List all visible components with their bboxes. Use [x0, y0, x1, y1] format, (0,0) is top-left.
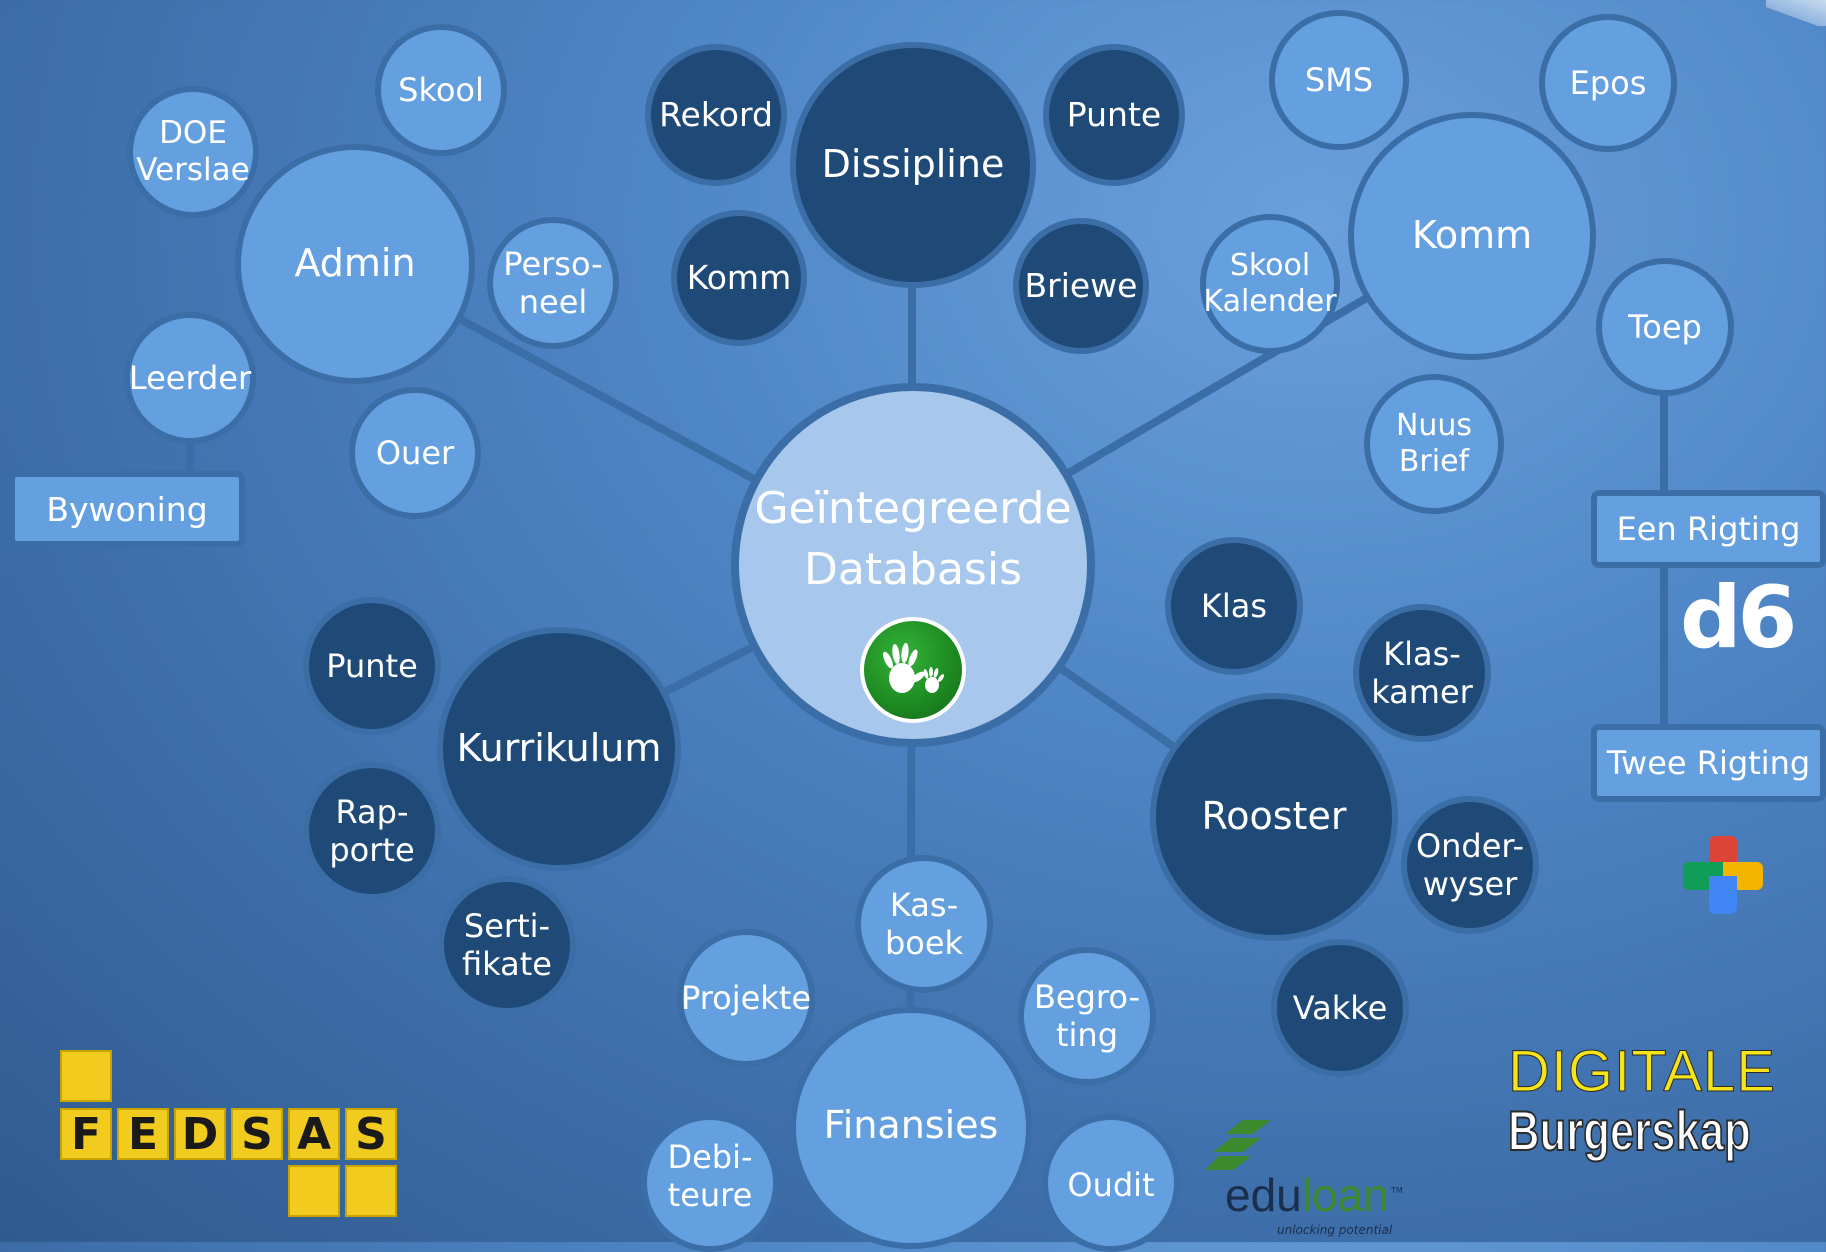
admin-hub[interactable]: Admin — [235, 144, 475, 384]
admin-leerder[interactable]: Leerder — [124, 312, 256, 444]
rooster-hub[interactable]: Rooster — [1150, 693, 1398, 941]
fedsas-letter: S — [345, 1108, 397, 1160]
page-curl-corner — [1766, 0, 1826, 26]
fedsas-logo: F E D S A S — [60, 1050, 405, 1220]
kurrikulum-hub[interactable]: Kurrikulum — [437, 627, 681, 871]
rooster-klaskamer[interactable]: Klas- kamer — [1353, 604, 1491, 742]
fedsas-letter: E — [117, 1108, 169, 1160]
fedsas-letter: A — [288, 1108, 340, 1160]
eduloan-tagline: unlocking potential — [1277, 1223, 1393, 1237]
kurrikulum-rapporte[interactable]: Rap- porte — [303, 762, 441, 900]
eduloan-tm: TM — [1391, 1186, 1403, 1195]
dissipline-komm[interactable]: Komm — [671, 210, 807, 346]
rooster-klas[interactable]: Klas — [1165, 537, 1303, 675]
eduloan-mark-icon — [1205, 1120, 1271, 1170]
komm-skool-kalender[interactable]: Skool Kalender — [1200, 214, 1340, 354]
finansies-debiteure[interactable]: Debi- teure — [641, 1114, 779, 1252]
central-database-node[interactable]: Geïntegreerde Databasis — [731, 383, 1095, 747]
komm-hub[interactable]: Komm — [1348, 112, 1596, 360]
finansies-kasboek[interactable]: Kas- boek — [855, 855, 993, 993]
eduloan-loan: loan — [1301, 1169, 1389, 1221]
rooster-vakke[interactable]: Vakke — [1271, 939, 1409, 1077]
fedsas-square — [60, 1050, 112, 1102]
twee-rigting-box[interactable]: Twee Rigting — [1591, 724, 1826, 802]
fedsas-letter: F — [60, 1108, 112, 1160]
fedsas-square — [288, 1165, 340, 1217]
admin-personeel[interactable]: Perso- neel — [487, 217, 619, 349]
komm-toep[interactable]: Toep — [1596, 258, 1734, 396]
rooster-onderwyser[interactable]: Onder- wyser — [1401, 796, 1539, 934]
een-rigting-box[interactable]: Een Rigting — [1591, 490, 1826, 568]
digitale-logo-line1: DIGITALE — [1508, 1039, 1776, 1105]
bywoning-box[interactable]: Bywoning — [9, 471, 245, 547]
eduloan-logo: eduloan TM unlocking potential — [1205, 1120, 1405, 1242]
finansies-projekte[interactable]: Projekte — [677, 929, 815, 1067]
fedsas-letter: D — [174, 1108, 226, 1160]
komm-nuus-brief[interactable]: Nuus Brief — [1364, 374, 1504, 514]
finansies-begroting[interactable]: Begro- ting — [1018, 947, 1156, 1085]
eduloan-edu: edu — [1225, 1169, 1302, 1221]
center-title-line2: Databasis — [803, 543, 1023, 595]
dissipline-punte[interactable]: Punte — [1043, 44, 1185, 186]
dissipline-rekord[interactable]: Rekord — [645, 44, 787, 186]
hand-print-logo-icon — [860, 616, 966, 723]
dissipline-briewe[interactable]: Briewe — [1013, 218, 1149, 354]
fedsas-letter: S — [231, 1108, 283, 1160]
digitale-logo-line2: Burgerskap — [1507, 1098, 1751, 1163]
finansies-oudit[interactable]: Oudit — [1042, 1114, 1180, 1252]
admin-ouer[interactable]: Ouer — [349, 387, 481, 519]
d6-logo: d6 — [1680, 568, 1797, 668]
admin-doe-verslae[interactable]: DOE Verslae — [127, 86, 259, 218]
finansies-hub[interactable]: Finansies — [790, 1007, 1032, 1249]
kurrikulum-sertifikate[interactable]: Serti- fikate — [438, 876, 576, 1014]
admin-skool[interactable]: Skool — [375, 24, 507, 156]
dissipline-hub[interactable]: Dissipline — [790, 42, 1036, 288]
center-title-line1: Geïntegreerde — [754, 483, 1072, 534]
komm-epos[interactable]: Epos — [1539, 14, 1677, 152]
fedsas-square — [345, 1165, 397, 1217]
komm-sms[interactable]: SMS — [1269, 10, 1409, 150]
kurrikulum-punte[interactable]: Punte — [303, 597, 441, 735]
colorful-cross-icon — [1683, 836, 1763, 914]
